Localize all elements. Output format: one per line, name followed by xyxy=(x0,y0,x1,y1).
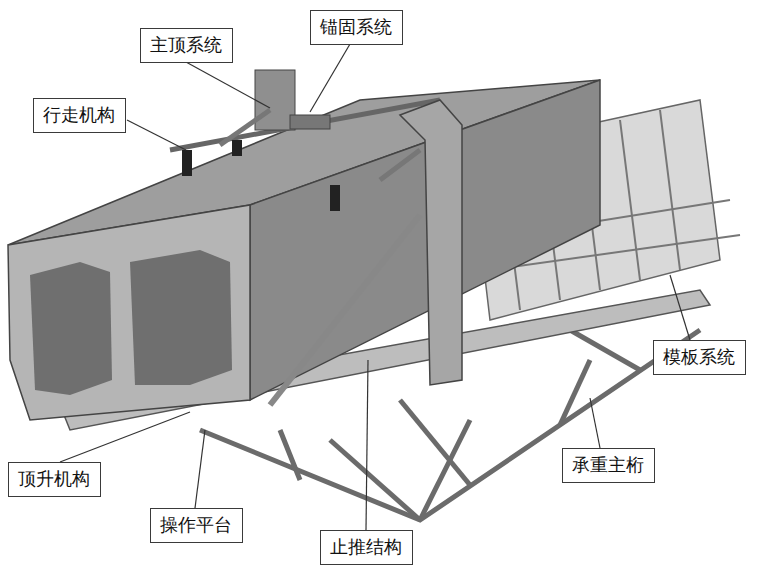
part-label: 行走机构 xyxy=(43,103,116,126)
portal-column xyxy=(400,100,462,385)
part-label: 止推结构 xyxy=(330,535,403,558)
part-label: 模板系统 xyxy=(663,345,736,368)
truss-web xyxy=(330,440,420,520)
walking-wheel xyxy=(232,140,242,156)
leader-line xyxy=(310,44,350,112)
callout-box: 模板系统 xyxy=(653,340,746,375)
walking-wheel xyxy=(182,150,192,176)
callout-box: 承重主桁 xyxy=(562,448,655,483)
diagonal-brace xyxy=(270,215,420,405)
girder-cell xyxy=(130,250,232,385)
callout-box: 行走机构 xyxy=(33,98,126,133)
girder-cell xyxy=(30,262,112,395)
callout-box: 操作平台 xyxy=(150,508,243,543)
leader-line xyxy=(366,360,368,530)
callout-box: 顶升机构 xyxy=(8,462,101,497)
walking-rail xyxy=(170,100,440,150)
callout-box: 止推结构 xyxy=(320,530,413,565)
callout-box: 锚固系统 xyxy=(310,10,403,45)
truss-web xyxy=(560,360,590,425)
truss-web xyxy=(280,430,300,480)
leader-line xyxy=(60,412,190,462)
anchor-block xyxy=(290,115,330,129)
main-jack xyxy=(255,70,295,130)
leader-line xyxy=(186,62,270,108)
jack-arm xyxy=(220,110,270,145)
leader-line xyxy=(670,275,690,340)
leader-line xyxy=(127,120,186,150)
callout-box: 主顶系统 xyxy=(140,28,233,63)
girder-side xyxy=(250,80,600,400)
leader-line xyxy=(590,398,600,448)
girder-front xyxy=(8,205,250,420)
part-label: 主顶系统 xyxy=(150,33,223,56)
jack-arm xyxy=(380,150,420,180)
leader-line xyxy=(195,430,205,508)
truss-web xyxy=(570,330,640,370)
truss-web xyxy=(400,400,470,485)
part-label: 锚固系统 xyxy=(320,15,393,38)
part-label: 承重主桁 xyxy=(572,453,645,476)
part-label: 顶升机构 xyxy=(18,467,91,490)
part-label: 操作平台 xyxy=(160,513,233,536)
template-rib xyxy=(620,120,640,280)
walking-wheel xyxy=(330,185,340,211)
